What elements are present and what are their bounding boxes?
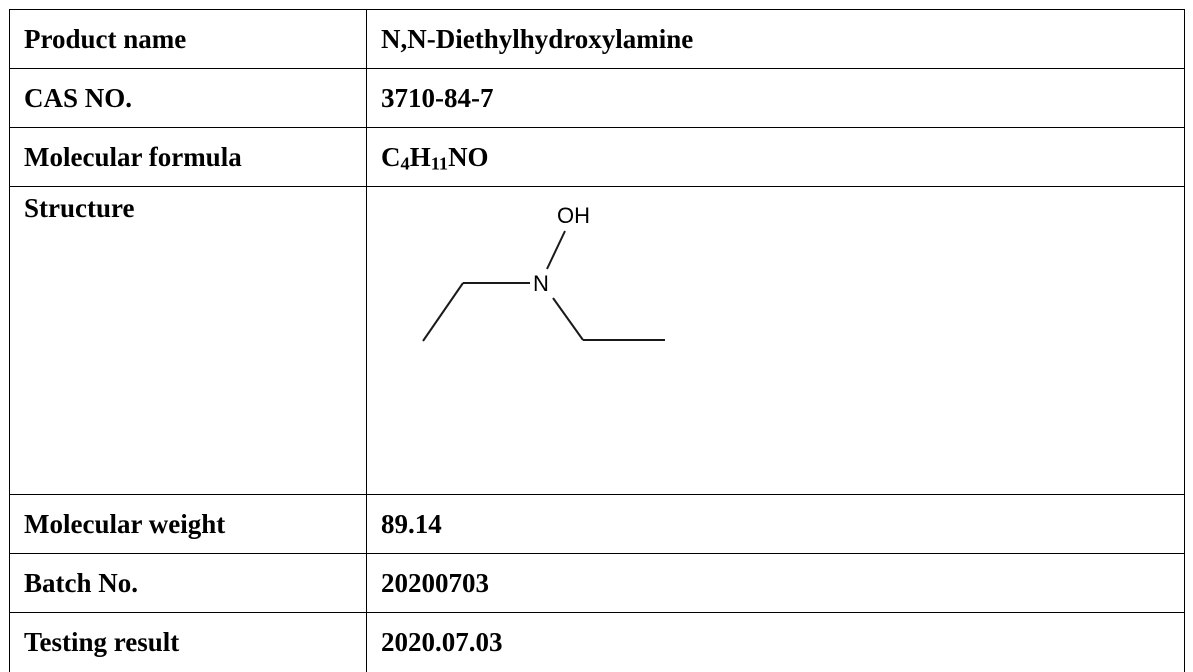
formula-hydrogen: H	[409, 141, 431, 172]
batch-no-value: 20200703	[366, 553, 1185, 613]
molecular-weight-label: Molecular weight	[9, 494, 367, 554]
product-spec-table: Product name N,N-Diethylhydroxylamine CA…	[9, 9, 1185, 672]
formula-rest: NO	[448, 141, 489, 172]
structure-diagram: N OH	[422, 203, 665, 342]
row-testing-result: Testing result 2020.07.03	[9, 612, 1185, 672]
cas-no-label: CAS NO.	[9, 68, 367, 128]
row-product-name: Product name N,N-Diethylhydroxylamine	[9, 9, 1185, 69]
bond-n-oh	[546, 230, 566, 270]
testing-result-value: 2020.07.03	[366, 612, 1185, 672]
molecular-formula-label: Molecular formula	[9, 127, 367, 187]
bond-n-ch2-right	[552, 297, 584, 341]
formula-carbon-count: 4	[400, 152, 410, 173]
product-name-label: Product name	[9, 9, 367, 69]
structure-label: Structure	[9, 186, 367, 495]
cas-no-value: 3710-84-7	[366, 68, 1185, 128]
row-batch-no: Batch No. 20200703	[9, 553, 1185, 613]
nitrogen-atom-label: N	[533, 271, 549, 296]
molecular-weight-value: 89.14	[366, 494, 1185, 554]
row-molecular-formula: Molecular formula C4H11NO	[9, 127, 1185, 187]
molecular-formula-value: C4H11NO	[366, 127, 1185, 187]
testing-result-label: Testing result	[9, 612, 367, 672]
structure-value: N OH	[366, 186, 1185, 495]
bond-ch3-left	[422, 282, 464, 342]
row-molecular-weight: Molecular weight 89.14	[9, 494, 1185, 554]
row-structure: Structure N OH	[9, 186, 1185, 495]
row-cas-no: CAS NO. 3710-84-7	[9, 68, 1185, 128]
formula-carbon: C	[381, 141, 401, 172]
batch-no-label: Batch No.	[9, 553, 367, 613]
formula-hydrogen-count: 11	[430, 152, 449, 173]
hydroxyl-group-label: OH	[557, 203, 590, 228]
product-name-value: N,N-Diethylhydroxylamine	[366, 9, 1185, 69]
